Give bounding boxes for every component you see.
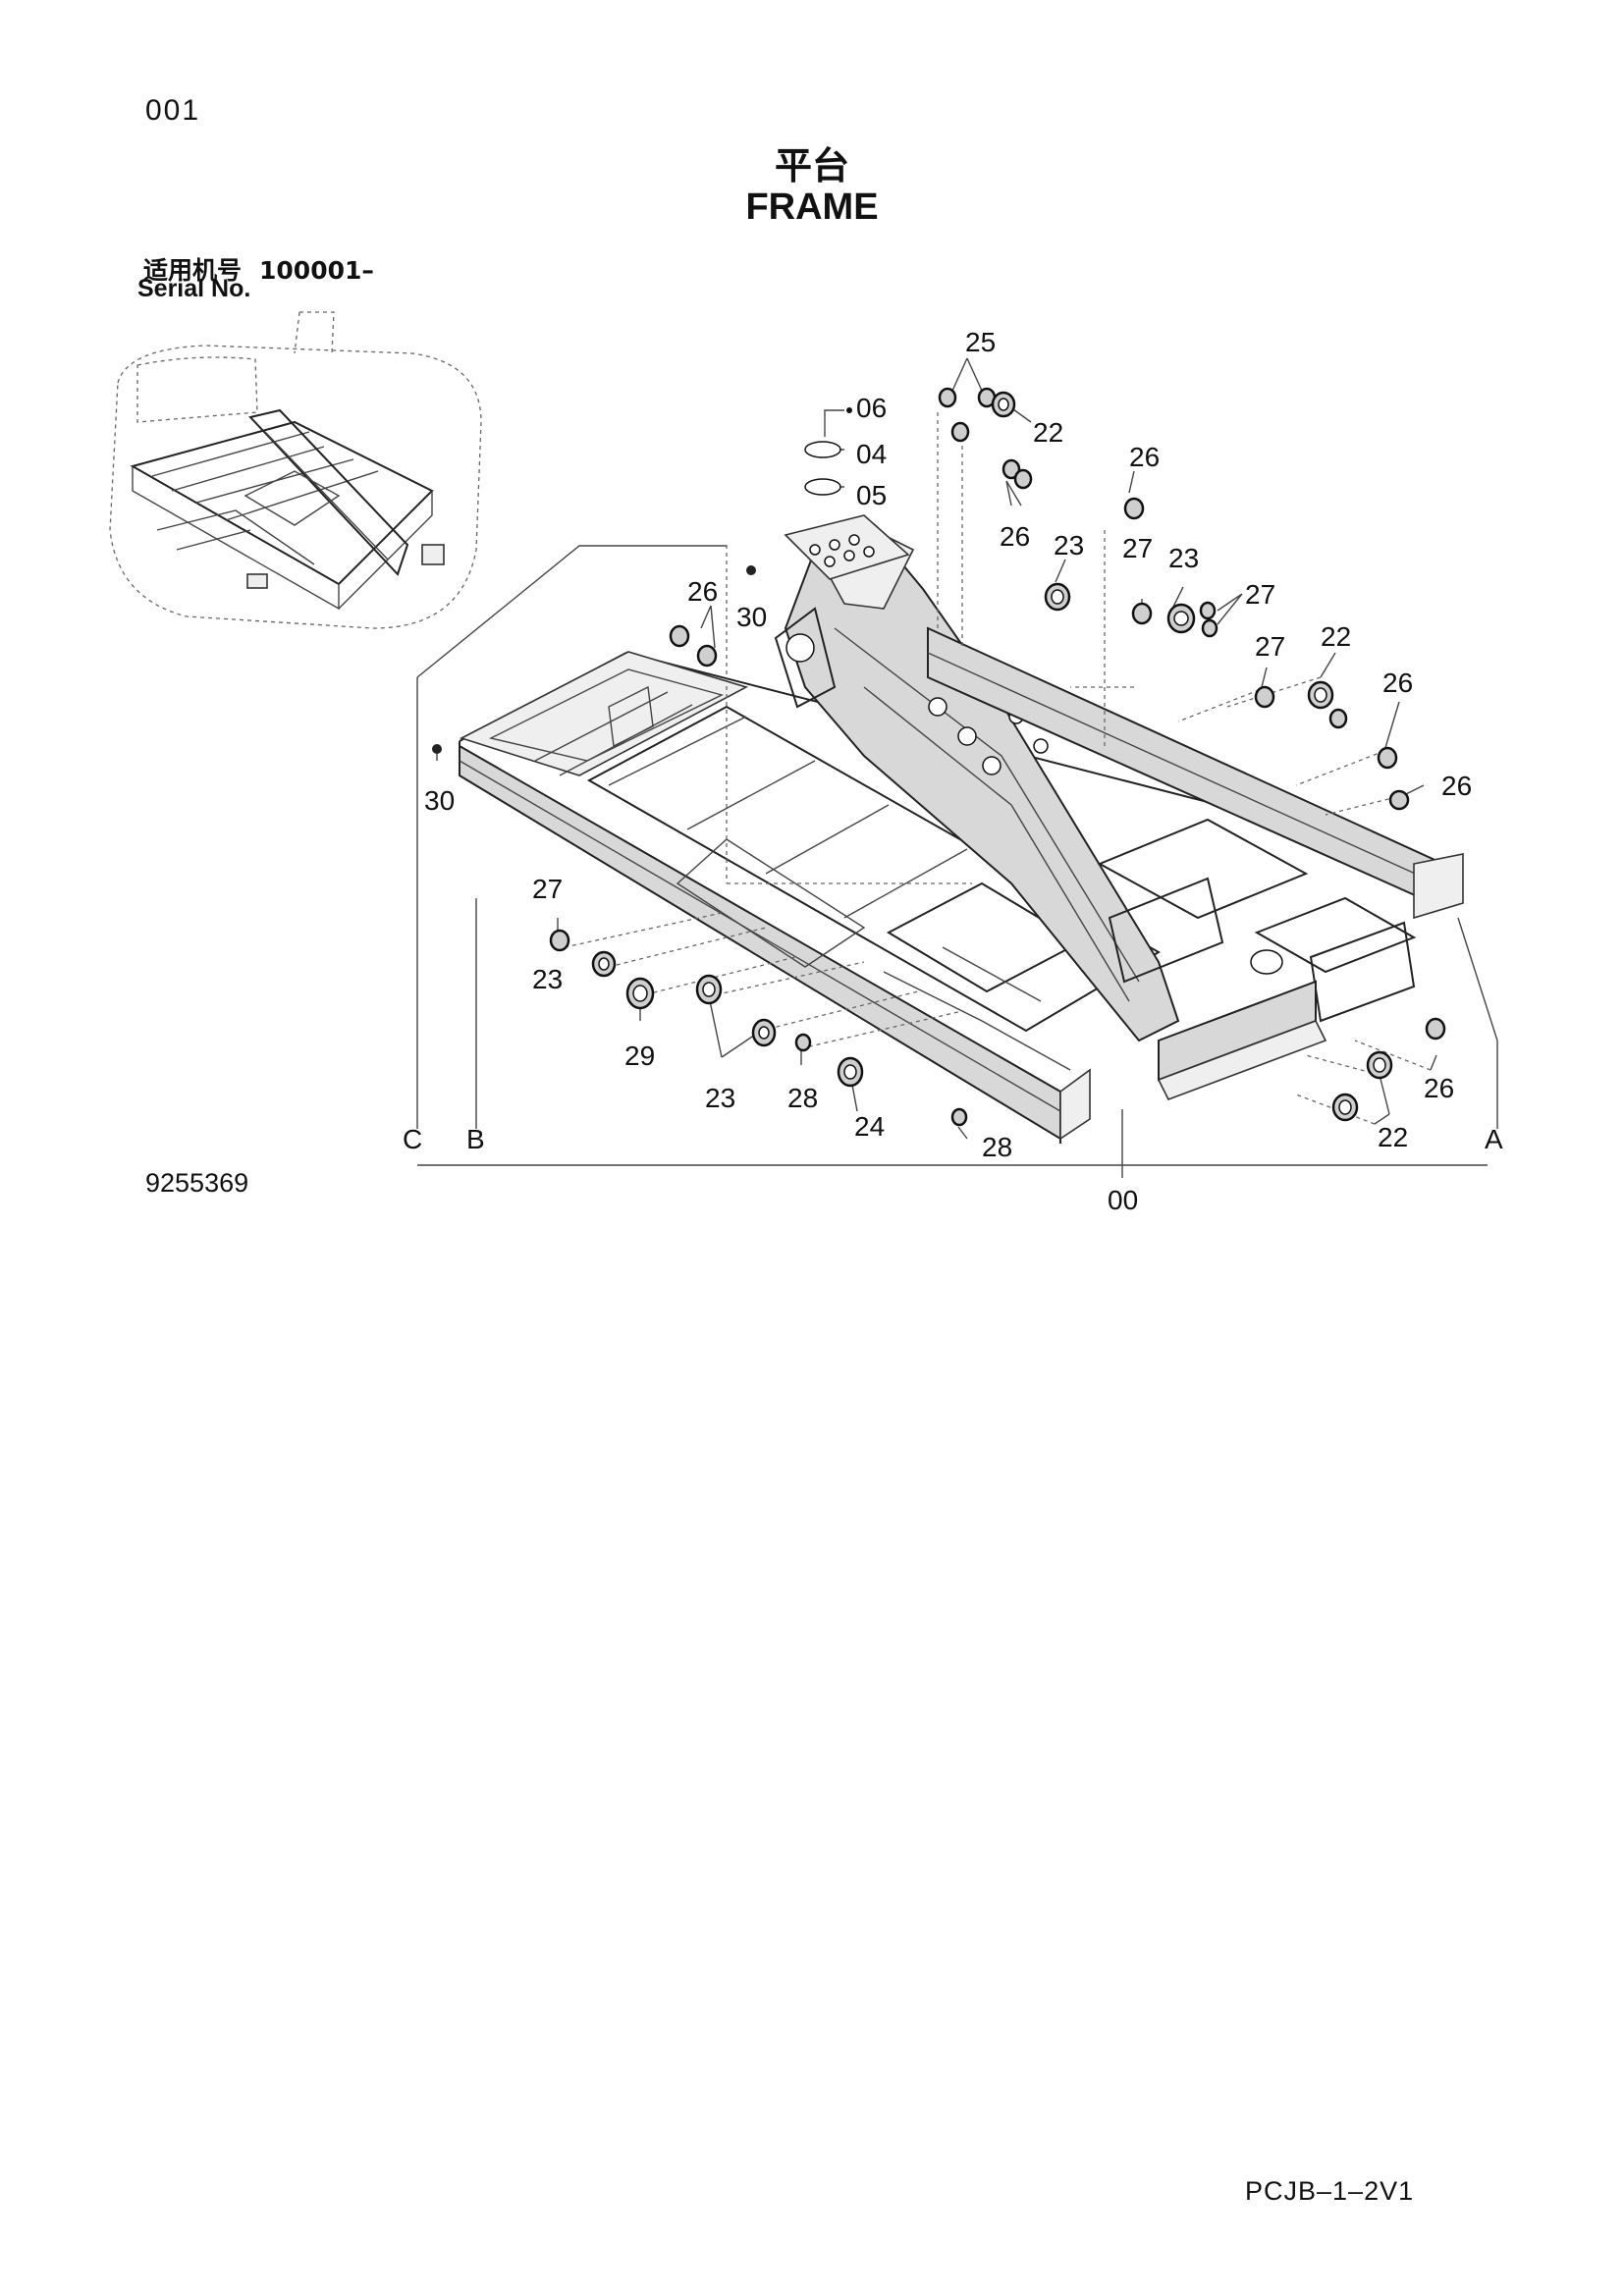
callout-labels: 25 06 04 05 22 26 26 23 27 23 27 26 30 2… [403,327,1503,1215]
callout-23-upper-right: 23 [1168,543,1199,573]
callout-00: 00 [1108,1185,1138,1215]
callout-27-upper-right: 27 [1245,579,1275,610]
callout-26-right: 26 [1382,667,1413,698]
part-rings [432,387,1446,1127]
callout-22-top: 22 [1033,417,1063,448]
frame-drawing [459,514,1464,1144]
locator-view [109,311,482,629]
callout-26-top: 26 [1000,521,1030,552]
callout-27-right: 27 [1255,631,1285,662]
callout-23-lower: 23 [705,1083,735,1113]
reference-brackets [416,545,1498,1178]
callout-28-front: 28 [982,1132,1012,1162]
reference-letter-a: A [1485,1124,1503,1154]
callout-26-left: 26 [687,576,718,607]
serial-label-chinese: 适用机号 [143,256,243,285]
callout-24: 24 [854,1111,885,1142]
reference-letter-c: C [403,1124,422,1154]
serial-value: 100001– [259,256,374,285]
serial-label: 适用机号 100001– [143,251,374,287]
callout-27-lower-left: 27 [532,874,563,904]
callout-22-right: 22 [1321,621,1351,652]
callout-26-far-right: 26 [1441,771,1472,801]
page-number: 001 [145,94,201,127]
callout-26-lower-right: 26 [1424,1073,1454,1103]
callout-26-upper-right: 26 [1129,442,1160,472]
drawing-number: 9255369 [145,1168,249,1198]
callout-28-lower: 28 [787,1083,818,1113]
callout-23-upper: 23 [1054,530,1084,561]
callout-27-upper: 27 [1122,533,1153,563]
callout-06: 06 [856,393,887,423]
serial-label-english: Serial No. [137,275,251,302]
callout-30-upper: 30 [736,602,767,632]
callout-23-lower-left: 23 [532,964,563,994]
callout-05: 05 [856,480,887,510]
callout-04: 04 [856,439,887,469]
title-english: FRAME [745,187,879,228]
title-chinese: 平台 [774,144,849,187]
callout-29: 29 [624,1041,655,1071]
callout-25: 25 [965,327,996,357]
document-code: PCJB–1–2V1 [1245,2176,1415,2206]
callout-22-lower-right: 22 [1378,1122,1408,1152]
reference-letter-b: B [466,1124,485,1154]
callout-30-left: 30 [424,785,455,816]
